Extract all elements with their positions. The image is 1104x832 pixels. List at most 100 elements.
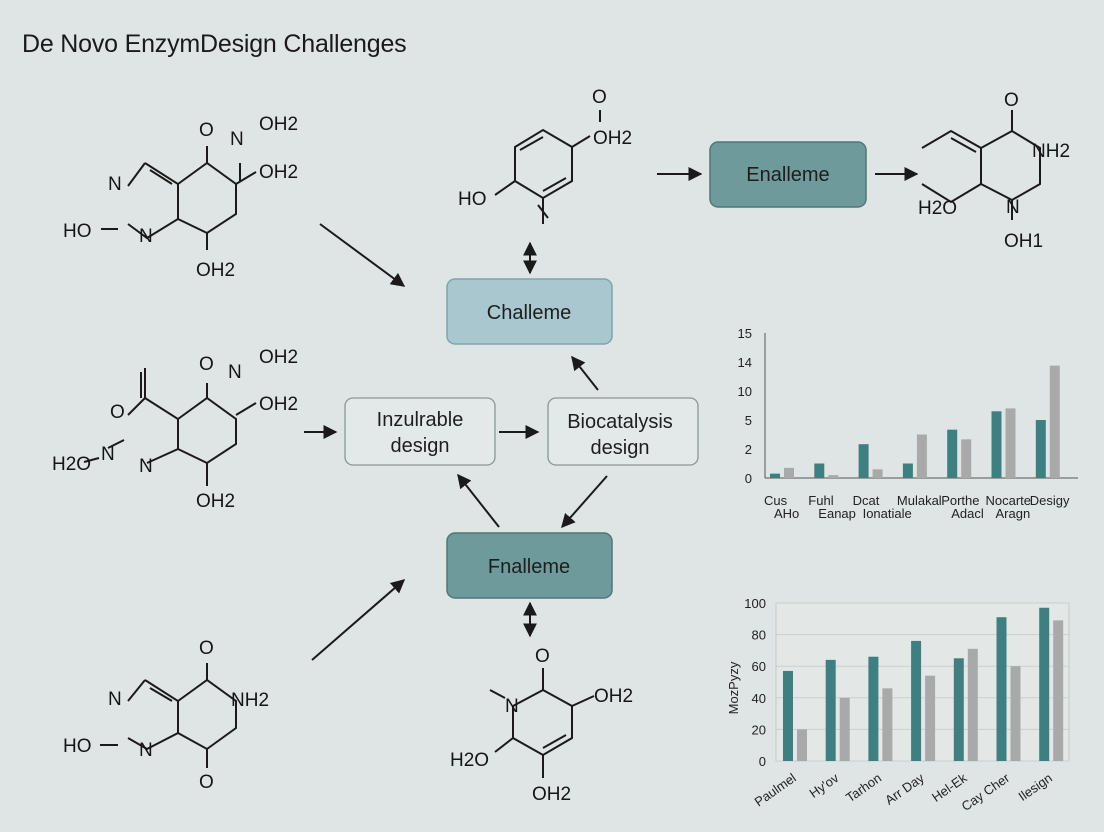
chart2-bar (967, 648, 978, 761)
chart1-bar (828, 475, 839, 478)
flow-arrows (304, 167, 919, 661)
chart1-bar (916, 434, 927, 478)
bond-lines (494, 110, 601, 224)
page-title: De Novo EnzymDesign Challenges (22, 30, 407, 58)
arrow-biocatalysis-to-challeme (571, 355, 599, 391)
atom-label: OH2 (594, 686, 633, 707)
bar-chart-1: 025101415CusAHoFuhlEanapDcatIonatialeMul… (738, 326, 1078, 521)
chart2-y-axis-label: MozPyzy (726, 661, 741, 714)
arrow-m1-to-challeme (319, 223, 406, 287)
atom-label: N (108, 174, 122, 195)
atom-label: NH2 (1032, 141, 1070, 162)
atom-label: HO (63, 736, 92, 757)
node-fnalleme-label: Fnalleme (488, 556, 570, 578)
chart1-bar (947, 429, 958, 478)
atom-label: H2O (450, 750, 489, 771)
chart1-bar (1049, 365, 1060, 478)
chart2-bar (882, 688, 893, 761)
atom-label: OH2 (259, 347, 298, 368)
molecule-3: O N NH2 HO N O (63, 638, 269, 793)
node-enalleme: Enalleme (709, 141, 867, 208)
chart2-y-tick: 60 (752, 659, 766, 674)
chart1-x-tick: Aragn (996, 506, 1031, 521)
chart2-bar (1039, 607, 1050, 761)
chart1-bar (961, 439, 972, 478)
node-enalleme-label: Enalleme (746, 164, 829, 186)
chart2-plot-area (775, 602, 1070, 762)
atom-label: OH2 (259, 114, 298, 135)
chart1-y-tick: 14 (738, 355, 752, 370)
bond-lines (100, 663, 208, 768)
atom-label: N (139, 740, 153, 761)
chart1-bar (784, 467, 794, 478)
atom-label: N (139, 456, 153, 477)
chart1-x-tick: Nocarte (986, 493, 1032, 508)
chart2-y-tick: 0 (759, 754, 766, 769)
atom-label: N (505, 696, 519, 717)
chart1-bar (1035, 420, 1046, 478)
node-inzulrable-label-1: Inzulrable (377, 409, 464, 431)
atom-label: HO (63, 221, 92, 242)
atom-label: H2O (52, 454, 91, 475)
chart2-bar (1010, 666, 1021, 761)
chart1-x-tick: Porthe (941, 493, 979, 508)
chart2-bar (925, 675, 936, 761)
chart1-bar (872, 469, 883, 478)
chart1-bar (902, 463, 913, 478)
bond-lines (512, 688, 573, 757)
atom-label: N (228, 362, 242, 383)
chart1-y-tick: 15 (738, 326, 752, 341)
chart1-x-tick: AHo (774, 506, 799, 521)
bond-lines (149, 146, 257, 250)
atom-label: N (108, 689, 122, 710)
atom-label: OH2 (259, 394, 298, 415)
atom-label: O (199, 354, 214, 375)
atom-label: OH2 (196, 491, 235, 512)
chart1-y-tick: 2 (745, 442, 752, 457)
chart1-bar (991, 411, 1002, 478)
chart2-bar (797, 729, 807, 761)
atom-label: H2O (918, 198, 957, 219)
bond-lines (127, 678, 237, 751)
chart1-bar (858, 444, 869, 478)
bond-lines (489, 668, 595, 778)
chart1-x-tick: Fuhl (808, 493, 833, 508)
chart1-y-tick: 5 (745, 413, 752, 428)
chart2-x-tick: Hy'ov (807, 770, 842, 801)
node-challeme: Challeme (446, 278, 613, 345)
atom-label: O (199, 638, 214, 659)
chart1-x-tick: Mulakal (897, 493, 942, 508)
atom-label: OH2 (196, 260, 235, 281)
arrow-fnalleme-to-inzulrable (457, 473, 500, 528)
bond-lines (127, 396, 237, 465)
atom-label: O (1004, 90, 1019, 111)
chart2-x-tick: Ilesign (1016, 770, 1055, 804)
node-biocatalysis-label-1: Biocatalysis (567, 411, 673, 433)
atom-label: O (535, 646, 550, 667)
node-inzulrable-label-2: design (391, 435, 450, 457)
chart1-x-tick: Desigy (1030, 493, 1070, 508)
chart2-bar (868, 656, 879, 761)
atom-label: O (592, 87, 607, 108)
bond-lines (83, 368, 257, 486)
molecule-6: O N OH2 H2O OH2 (450, 646, 633, 805)
chart2-bar (911, 640, 922, 761)
node-fnalleme: Fnalleme (446, 532, 613, 599)
molecule-2: O N OH2 O OH2 H2O N N OH2 (52, 347, 298, 512)
chart2-bar (825, 659, 836, 761)
chart2-y-tick: 80 (752, 628, 766, 643)
chart1-y-tick: 0 (745, 471, 752, 486)
chart2-y-tick: 20 (752, 722, 766, 737)
atom-label: N (1006, 197, 1020, 218)
atom-label: O (199, 120, 214, 141)
chart2-x-tick: Tarhon (843, 770, 884, 805)
atom-label: OH2 (593, 128, 632, 149)
chart2-y-tick: 100 (744, 596, 766, 611)
chart1-y-tick: 10 (738, 384, 752, 399)
chart2-bar (996, 617, 1007, 761)
chart2-bar (1053, 620, 1064, 761)
chart2-bar (783, 670, 793, 761)
chart1-x-tick: Eanap (818, 506, 856, 521)
